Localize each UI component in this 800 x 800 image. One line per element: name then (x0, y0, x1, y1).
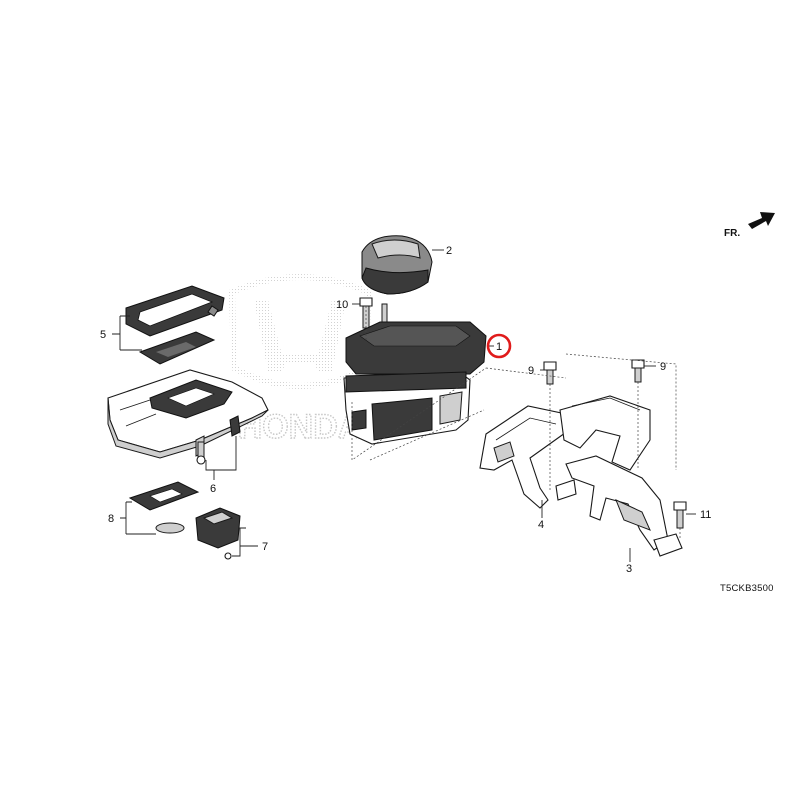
callout-3-label[interactable]: 3 (626, 563, 632, 575)
part-9-bolt-right (631, 359, 645, 383)
callout-7-label[interactable]: 7 (262, 541, 268, 553)
callout-1-label[interactable]: 1 (496, 341, 502, 353)
front-direction-label: FR. (724, 228, 740, 239)
part-8-panel (128, 481, 200, 534)
callout-10-label[interactable]: 10 (336, 299, 348, 311)
part-1-shifter-assembly (343, 303, 487, 445)
diagram-code: T5CKB3500 (720, 583, 774, 594)
part-2-shift-knob (361, 235, 433, 295)
part-5-indicator-panel (138, 331, 216, 365)
callout-5-label[interactable]: 5 (100, 329, 106, 341)
front-arrow-icon (748, 212, 775, 229)
assembly-guide-lines (351, 306, 681, 540)
callout-11-label[interactable]: 11 (700, 509, 711, 521)
part-11-bolt (673, 501, 687, 529)
callout-9-right-label[interactable]: 9 (660, 361, 666, 373)
part-6-pin (196, 441, 206, 465)
part-7-bracket (195, 507, 241, 560)
callout-4-label[interactable]: 4 (538, 519, 544, 531)
callout-labels: 1 2 3 4 5 6 7 8 9 9 10 11 (100, 245, 711, 575)
callout-6-label[interactable]: 6 (210, 483, 216, 495)
front-direction-indicator: FR. (724, 212, 775, 239)
callout-9-left-label[interactable]: 9 (528, 365, 534, 377)
callout-2-label[interactable]: 2 (446, 245, 452, 257)
callout-1-highlight-ring (486, 333, 512, 359)
part-5-bezel (125, 285, 225, 337)
console-cover (107, 369, 269, 459)
leader-lines (112, 249, 696, 562)
part-3-bracket (559, 395, 683, 557)
part-9-bolt-left (543, 361, 557, 385)
callout-8-label[interactable]: 8 (108, 513, 114, 525)
